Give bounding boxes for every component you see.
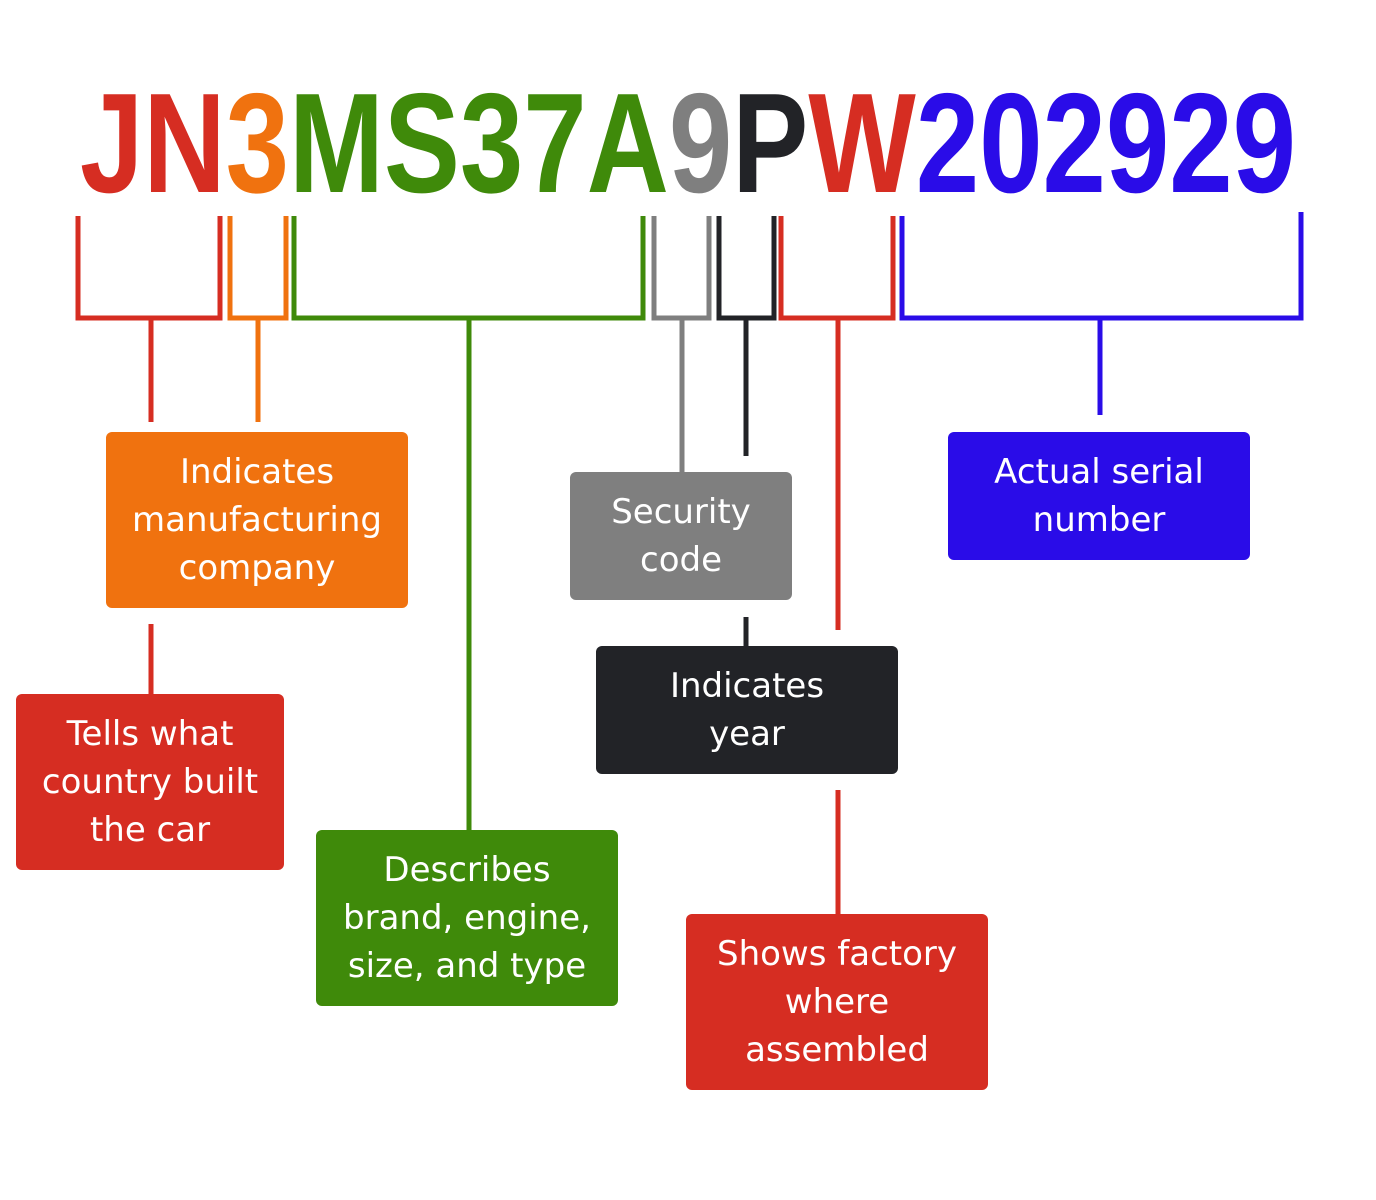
label-security-text: Security code (611, 492, 751, 580)
label-descriptor: Describes brand, engine, size, and type (316, 830, 618, 1006)
label-year: Indicates year (596, 646, 898, 774)
bracket-factory (778, 216, 896, 321)
vin-segment-manufacturer: 3 (226, 64, 289, 223)
vin-segment-descriptor: MS37A (289, 64, 669, 223)
bracket-serial (899, 212, 1304, 321)
bracket-descriptor (291, 216, 646, 321)
bracket-year (716, 216, 777, 321)
label-manufacturer-text: Indicates manufacturing company (132, 452, 382, 588)
vin-segment-serial: 202929 (916, 64, 1296, 223)
vin-segment-factory: W (808, 64, 916, 223)
label-descriptor-text: Describes brand, engine, size, and type (343, 850, 591, 986)
label-manufacturer: Indicates manufacturing company (106, 432, 408, 608)
label-factory-text: Shows factory where assembled (717, 934, 957, 1070)
label-country: Tells what country built the car (16, 694, 284, 870)
label-year-text: Indicates year (669, 666, 825, 754)
bracket-manufacturer (227, 216, 289, 321)
label-serial-text: Actual serial number (994, 452, 1204, 540)
label-serial: Actual serial number (948, 432, 1250, 560)
vin-segment-security: 9 (669, 64, 732, 223)
vin-segment-year: P (732, 64, 808, 223)
label-security: Security code (570, 472, 792, 600)
vin-segment-country: JN (80, 64, 226, 223)
label-country-text: Tells what country built the car (41, 714, 259, 850)
bracket-country (75, 216, 223, 321)
vin-code: JN3MS37A9PW202929 (80, 64, 1296, 223)
label-factory: Shows factory where assembled (686, 914, 988, 1090)
bracket-security (651, 216, 712, 321)
